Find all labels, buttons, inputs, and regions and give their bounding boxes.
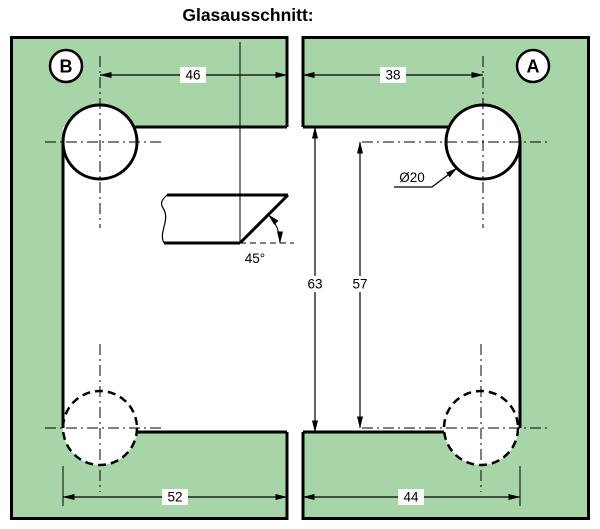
drawing-title: Glasausschnitt: — [182, 5, 313, 25]
notch-body — [161, 195, 288, 243]
dim-label-box — [302, 276, 328, 292]
dimension-labels: 46 38 63 57 52 44 Ø20 45° — [162, 67, 425, 505]
top-gap — [285, 34, 305, 128]
center-lines-hole-top-right — [362, 56, 547, 228]
center-lines-hole-top-left — [45, 56, 165, 228]
dim-bottom-left-width: 52 — [167, 490, 182, 505]
center-lines-hole-bottom-left — [45, 344, 165, 492]
hole-diameter-leader-line — [394, 167, 458, 188]
dim-bottom-right-width: 44 — [403, 490, 419, 505]
side-label-right: A — [527, 57, 540, 77]
dim-hole-diameter: Ø20 — [399, 170, 425, 185]
dim-label-box — [347, 276, 373, 292]
side-labels: B A — [48, 48, 551, 84]
dim-top-left-width: 46 — [185, 68, 200, 83]
notch-break-line — [160, 194, 168, 244]
notch-edges — [164, 193, 290, 245]
side-label-left: B — [60, 57, 73, 77]
side-label-left-circle — [48, 48, 84, 84]
dim-label-box — [398, 489, 424, 505]
dim-label-box — [380, 67, 406, 83]
dim-cutout-height: 63 — [307, 277, 322, 292]
dim-label-box — [162, 489, 188, 505]
notch — [160, 193, 294, 245]
dim-notch-angle: 45° — [245, 251, 265, 266]
dim-label-box — [180, 67, 206, 83]
bottom-gap — [285, 431, 305, 522]
notch-angle-arc — [267, 214, 284, 244]
side-label-right-circle — [515, 48, 551, 84]
cutout-edges — [61, 125, 522, 434]
center-lines-hole-bottom-right — [362, 344, 547, 492]
dim-top-right-width: 38 — [385, 68, 400, 83]
gap-edges — [285, 36, 305, 520]
center-lines — [45, 56, 547, 492]
dim-hole-span-height: 57 — [352, 277, 367, 292]
